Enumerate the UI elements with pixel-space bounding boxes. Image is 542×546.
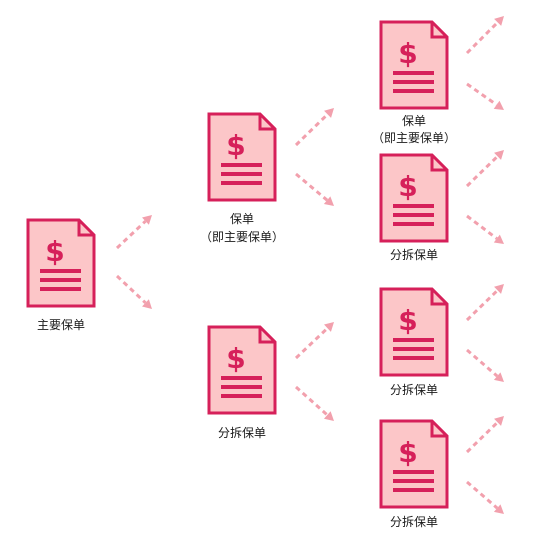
node-label: 分拆保单	[218, 425, 266, 440]
arrow-shaft	[466, 480, 499, 510]
node-level2-split-1: 分拆保单	[379, 153, 449, 262]
arrowhead-icon	[323, 196, 334, 206]
dashed-arrow	[295, 172, 334, 206]
node-level2-policy: 保单 （即主要保单）	[372, 20, 456, 145]
arrowhead-icon	[494, 16, 504, 26]
arrowhead-icon	[494, 416, 504, 426]
arrowhead-icon	[142, 215, 152, 225]
invoice-dollar-document-icon	[379, 20, 449, 110]
arrow-shaft	[465, 21, 499, 55]
connector-arrows	[115, 16, 504, 514]
dashed-arrow	[115, 215, 152, 250]
arrowhead-icon	[493, 100, 504, 110]
invoice-dollar-document-icon	[26, 218, 96, 308]
arrow-shaft	[115, 220, 147, 250]
arrowhead-icon	[494, 284, 504, 294]
arrow-shaft	[294, 385, 329, 417]
dashed-arrow	[465, 416, 504, 454]
dashed-arrow	[465, 150, 504, 188]
invoice-dollar-document-icon	[379, 419, 449, 509]
arrow-shaft	[465, 155, 499, 188]
node-level1-policy: 保单 （即主要保单）	[200, 112, 284, 244]
invoice-dollar-document-icon	[207, 325, 277, 415]
node-label: 分拆保单	[390, 514, 438, 529]
node-label: 保单	[230, 212, 254, 226]
dashed-arrow	[115, 274, 152, 309]
dashed-arrow	[466, 480, 504, 514]
arrow-shaft	[466, 214, 498, 240]
arrowhead-icon	[494, 150, 504, 160]
node-sublabel: （即主要保单）	[372, 131, 456, 145]
arrowhead-icon	[142, 299, 152, 309]
dashed-arrow	[465, 284, 504, 322]
arrowhead-icon	[493, 504, 504, 514]
node-label: 分拆保单	[390, 247, 438, 262]
dashed-arrow	[465, 16, 504, 55]
invoice-dollar-document-icon	[207, 112, 277, 202]
arrowhead-icon	[324, 108, 334, 118]
node-level2-split-3: 分拆保单	[379, 419, 449, 529]
arrow-shaft	[115, 274, 147, 304]
arrowhead-icon	[324, 322, 334, 332]
dashed-arrow	[466, 82, 504, 110]
node-sublabel: （即主要保单）	[200, 230, 284, 244]
node-level2-split-2: 分拆保单	[379, 287, 449, 397]
dashed-arrow	[466, 214, 504, 244]
arrow-shaft	[294, 327, 329, 360]
arrowhead-icon	[493, 372, 504, 382]
invoice-dollar-document-icon	[379, 287, 449, 377]
arrow-shaft	[465, 289, 499, 322]
arrowhead-icon	[493, 234, 504, 244]
dashed-arrow	[466, 348, 504, 382]
dashed-arrow	[294, 385, 334, 421]
node-level1-split: 分拆保单	[207, 325, 277, 440]
arrow-shaft	[466, 348, 499, 378]
arrow-shaft	[294, 113, 329, 147]
node-label: 主要保单	[37, 318, 85, 332]
node-main-policy: 主要保单	[26, 218, 96, 332]
node-label: 分拆保单	[390, 382, 438, 397]
arrow-shaft	[465, 421, 499, 454]
arrow-shaft	[466, 82, 498, 107]
node-label: 保单	[402, 114, 426, 128]
arrow-shaft	[295, 172, 329, 202]
dashed-arrow	[294, 322, 334, 360]
dashed-arrow	[294, 108, 334, 147]
arrowhead-icon	[323, 411, 334, 421]
invoice-dollar-document-icon	[379, 153, 449, 243]
